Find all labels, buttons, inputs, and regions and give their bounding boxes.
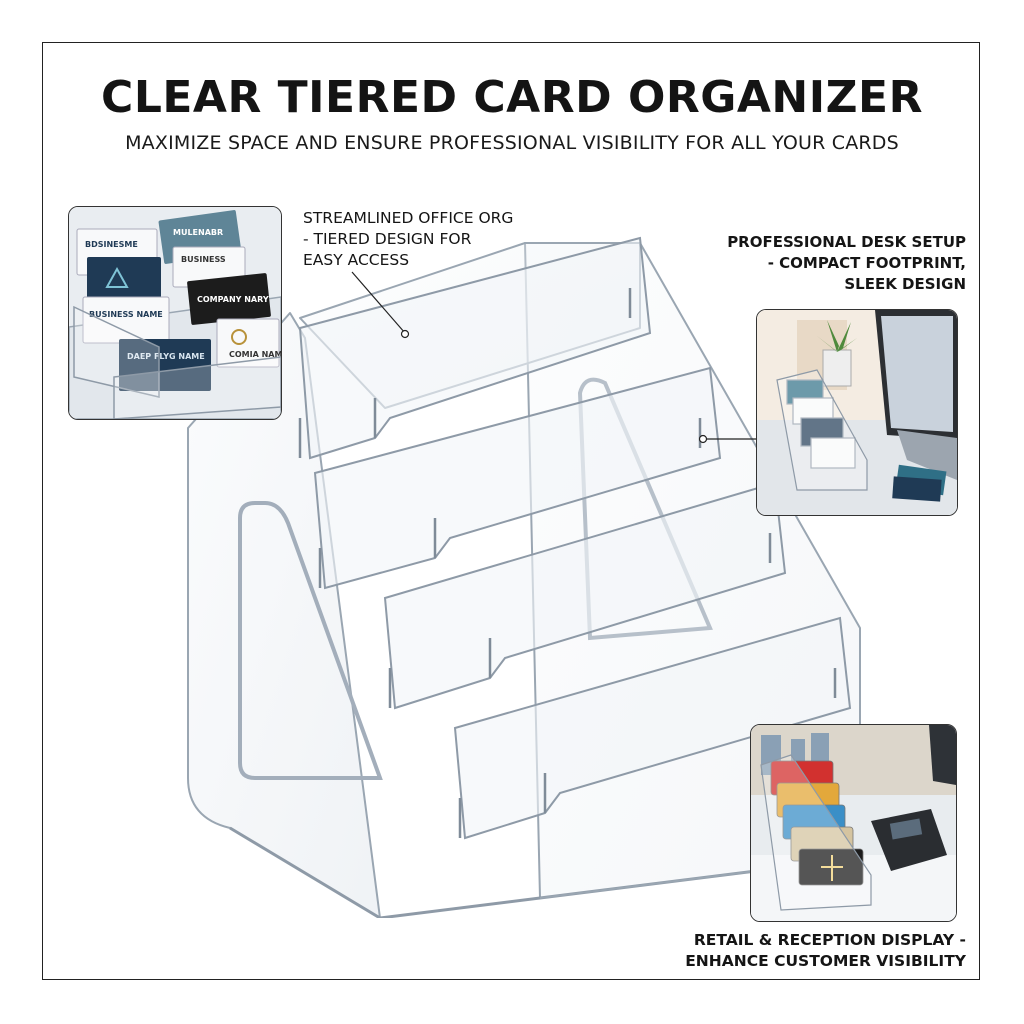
page-subtitle: MAXIMIZE SPACE AND ENSURE PROFESSIONAL V… bbox=[125, 132, 899, 154]
callout-desk: PROFESSIONAL DESK SETUP - COMPACT FOOTPR… bbox=[727, 233, 966, 293]
page-title: CLEAR TIERED CARD ORGANIZER bbox=[101, 72, 923, 123]
card-label: DAEP FLYG NAME bbox=[127, 352, 205, 361]
callout-retail: RETAIL & RECEPTION DISPLAY - ENHANCE CUS… bbox=[685, 931, 966, 970]
card-label: COMIA NAME bbox=[229, 350, 281, 359]
inset-desk-setup bbox=[756, 309, 958, 516]
tiered-organizer-illustration bbox=[170, 218, 870, 918]
card-label: BDSINESME bbox=[85, 240, 138, 249]
callout-office: STREAMLINED OFFICE ORG - TIERED DESIGN F… bbox=[303, 209, 514, 269]
card-label: BUSINESS bbox=[181, 255, 226, 264]
inset-office-cards: BDSINESME MULENABR BUSINESS BUSINESS NAM… bbox=[68, 206, 282, 420]
card-label: BUSINESS NAME bbox=[89, 310, 163, 319]
inset-retail-display bbox=[750, 724, 957, 922]
card-label: MULENABR bbox=[173, 228, 223, 237]
card-label: COMPANY NARY bbox=[197, 295, 269, 304]
